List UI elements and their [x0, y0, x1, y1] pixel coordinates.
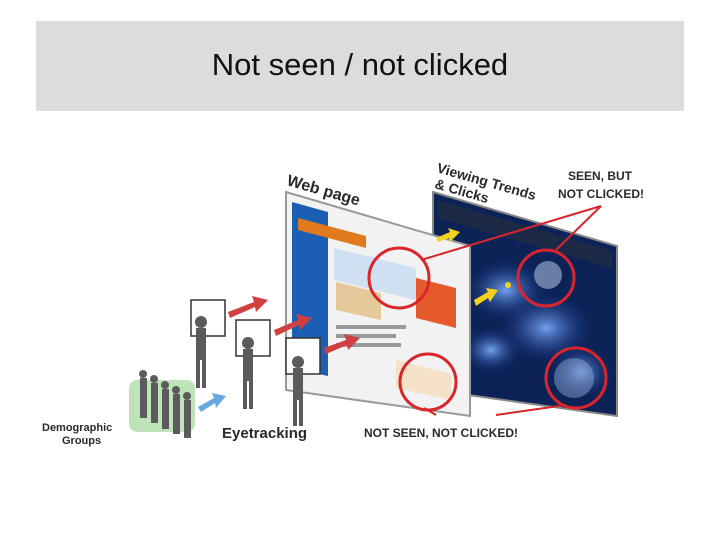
- demographic-label-line2: Groups: [62, 435, 101, 447]
- slide-title: Not seen / not clicked: [36, 47, 684, 83]
- demographic-group: [129, 370, 195, 438]
- eyetracking-label: Eyetracking: [222, 425, 307, 442]
- not-seen-label: NOT SEEN, NOT CLICKED!: [364, 426, 518, 440]
- seen-label-line1: SEEN, BUT: [568, 169, 633, 183]
- blue-arrow: [198, 393, 226, 412]
- title-band: Not seen / not clicked: [36, 21, 684, 111]
- eyetracking-diagram: Web page Viewing Trends & Clicks SEEN, B…: [36, 150, 686, 450]
- demographic-label-line1: Demographic: [42, 422, 112, 434]
- seen-label-line2: NOT CLICKED!: [558, 187, 644, 201]
